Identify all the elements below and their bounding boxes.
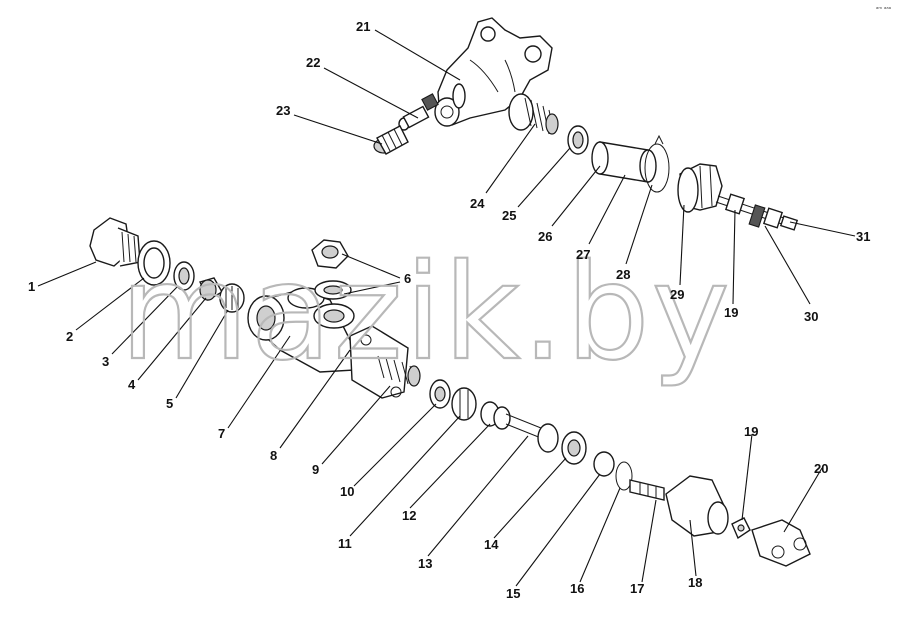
part-14-hole	[567, 439, 581, 457]
label-part-18: 18	[688, 575, 702, 590]
label-part-2: 2	[66, 329, 73, 344]
label-part-19: 19	[744, 424, 758, 439]
part-30-31-rod	[715, 193, 799, 231]
part-11-seal	[451, 387, 477, 421]
part-12-cup-b	[493, 406, 511, 430]
label-part-15: 15	[506, 586, 520, 601]
label-part-23: 23	[276, 103, 290, 118]
label-part-21: 21	[356, 19, 370, 34]
part-3-ring-hole	[178, 267, 190, 285]
label-part-19-upper: 19	[724, 305, 738, 320]
corner-mark: ᵃᵐ ᵃᵃᵃ	[876, 6, 891, 13]
label-part-12: 12	[402, 508, 416, 523]
part-20-fork	[751, 519, 811, 567]
watermark-text: mazik.by	[120, 236, 732, 390]
part-25-hole	[572, 131, 584, 149]
label-part-17: 17	[630, 581, 644, 596]
label-part-6: 6	[404, 271, 411, 286]
label-part-7: 7	[218, 426, 225, 441]
part-17-pushrod	[629, 479, 665, 501]
part-13-piston	[505, 413, 559, 453]
part-2-gasket-inner	[143, 247, 165, 279]
label-part-14: 14	[484, 537, 499, 552]
label-part-27: 27	[576, 247, 590, 262]
label-part-31: 31	[856, 229, 870, 244]
label-part-20: 20	[814, 461, 828, 476]
label-part-8: 8	[270, 448, 277, 463]
part-28-circlip	[644, 134, 670, 193]
part-29-boot	[677, 163, 723, 213]
part-number-labels: 21 22 23 24 25 26 27 28 29 19 30 31 1 2 …	[28, 19, 870, 601]
part-19-nut	[731, 517, 751, 540]
part-5-valve	[219, 283, 245, 313]
leader-lines	[37, 29, 856, 587]
part-1-hex-plug	[89, 217, 141, 267]
label-part-25: 25	[502, 208, 516, 223]
part-21-bracket	[434, 17, 553, 127]
label-part-24: 24	[470, 196, 485, 211]
part-8-flange	[349, 325, 421, 399]
label-part-28: 28	[616, 267, 630, 282]
label-part-4: 4	[128, 377, 136, 392]
part-16-circlip	[615, 461, 633, 491]
part-15-washer	[593, 451, 615, 477]
part-18-boot	[665, 475, 729, 537]
label-part-5: 5	[166, 396, 173, 411]
label-part-30: 30	[804, 309, 818, 324]
part-24-spring	[508, 93, 559, 135]
label-part-22: 22	[306, 55, 320, 70]
label-part-26: 26	[538, 229, 552, 244]
label-part-29: 29	[670, 287, 684, 302]
label-part-9: 9	[312, 462, 319, 477]
label-part-13: 13	[418, 556, 432, 571]
part-22-fitting	[398, 93, 439, 131]
label-part-3: 3	[102, 354, 109, 369]
part-6-nipple	[311, 239, 355, 329]
label-part-11: 11	[338, 536, 352, 551]
part-10-hole	[434, 386, 446, 402]
label-part-10: 10	[340, 484, 354, 499]
label-part-1: 1	[28, 279, 35, 294]
label-part-16: 16	[570, 581, 584, 596]
part-27-sleeve	[591, 141, 657, 183]
